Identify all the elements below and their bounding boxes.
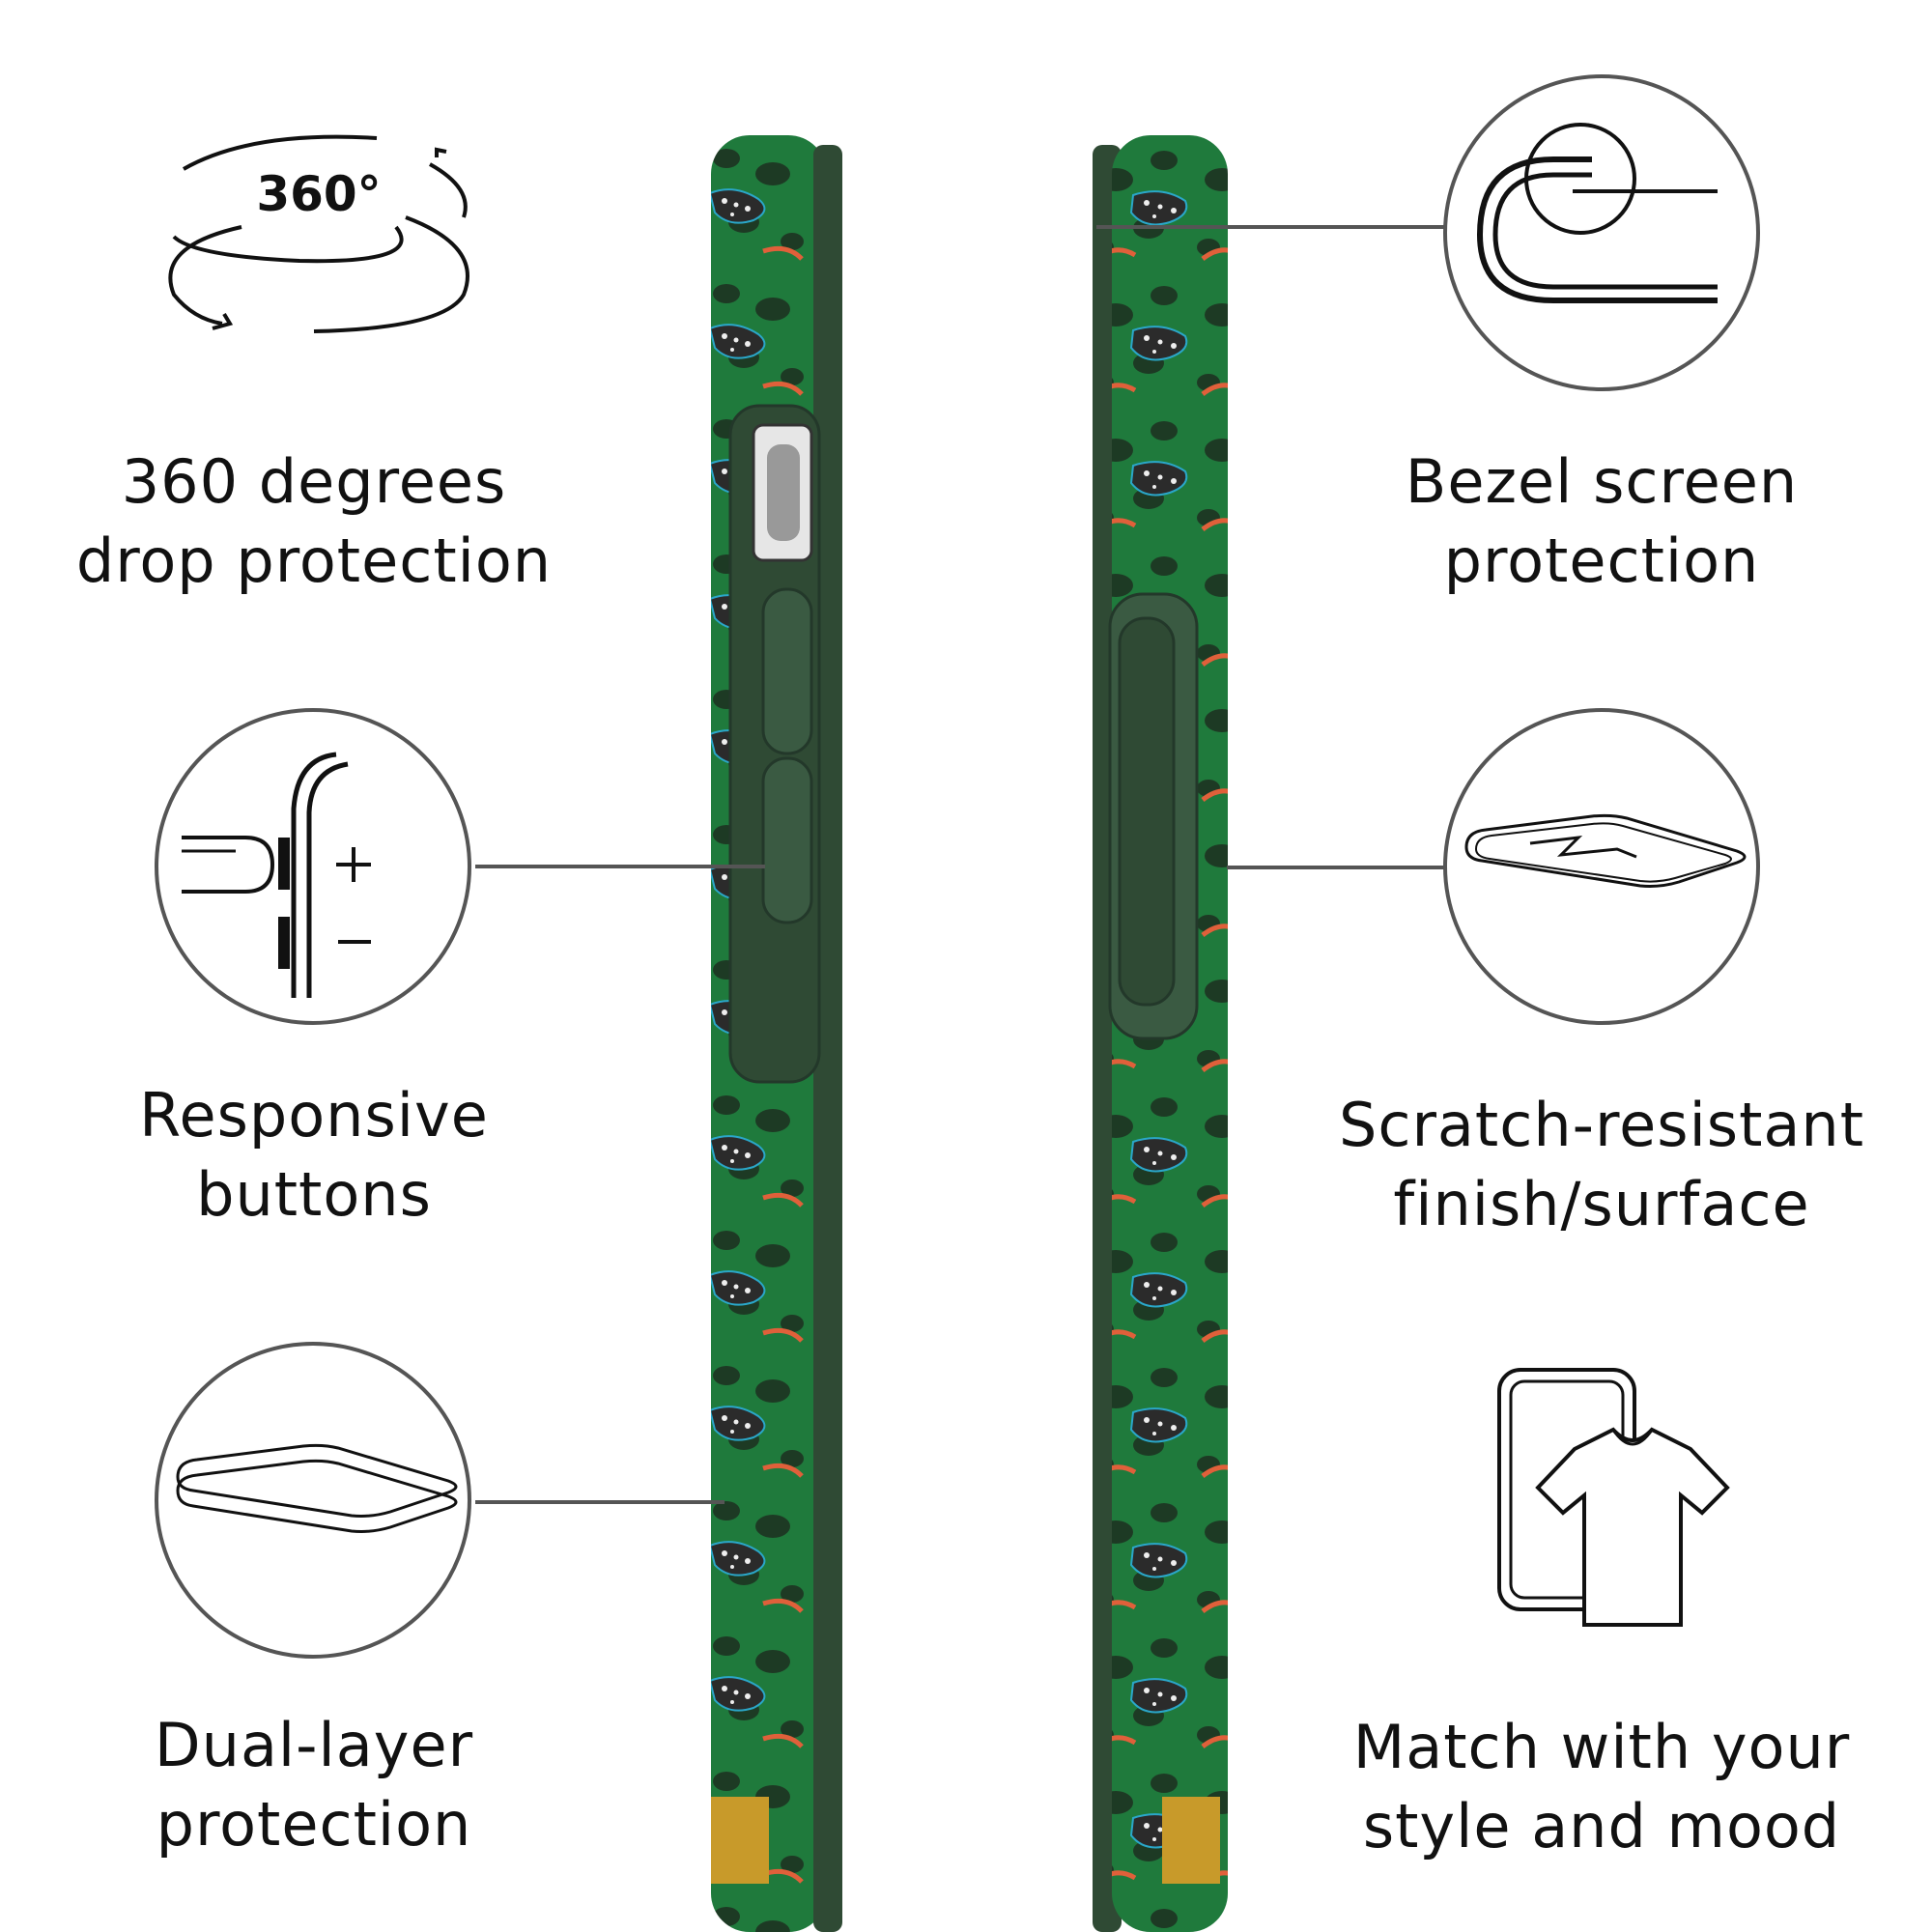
- feature-label-dual-layer: Dual-layer protection: [154, 1710, 474, 1860]
- leader-line-dual-layer: [475, 1500, 724, 1504]
- phone-case-left-profile: [705, 135, 850, 1932]
- raised-bezel-icon: [1443, 74, 1760, 391]
- feature-label-match-style: Match with your style and mood: [1352, 1712, 1851, 1861]
- feature-label-scratch-resistant: Scratch-resistant finish/surface: [1339, 1090, 1864, 1239]
- badge-360: 360°: [256, 166, 382, 222]
- leader-line-bezel: [1096, 225, 1444, 229]
- leader-line-scratch: [1227, 866, 1444, 869]
- phone-case-right-profile: [1087, 135, 1232, 1932]
- feature-label-bezel-protection: Bezel screen protection: [1405, 446, 1799, 596]
- feature-label-responsive-buttons: Responsive buttons: [139, 1080, 489, 1230]
- feature-label-drop-protection: 360 degrees drop protection: [75, 446, 553, 596]
- leader-line-buttons: [475, 865, 765, 868]
- side-buttons-icon: [155, 708, 471, 1025]
- scratch-resistant-icon: [1443, 708, 1760, 1025]
- rotation-360-icon: [155, 130, 483, 343]
- dual-layer-icon: [155, 1342, 471, 1659]
- phone-shirt-icon: [1488, 1362, 1748, 1633]
